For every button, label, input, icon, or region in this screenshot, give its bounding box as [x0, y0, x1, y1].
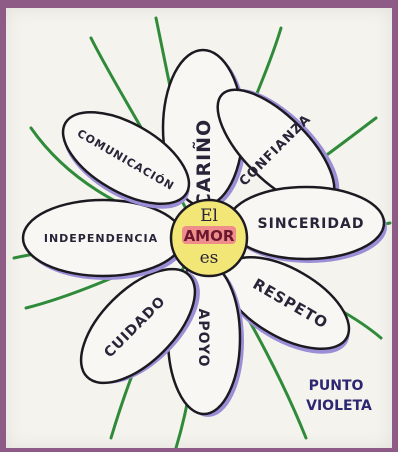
signature-line2: VIOLETA	[306, 398, 372, 414]
label-apoyo: APOYO	[195, 308, 211, 367]
center-es: es	[200, 248, 219, 268]
signature-line1: PUNTO	[309, 378, 364, 394]
flower-poster: CARIÑO CONFIANZA SINCERIDAD RESPETO APOY…	[6, 8, 392, 448]
amor-highlight	[182, 226, 236, 244]
center-disc: El AMOR es	[169, 198, 249, 278]
flower-drawing: CARIÑO CONFIANZA SINCERIDAD RESPETO APOY…	[12, 16, 392, 448]
signature: PUNTO VIOLETA	[306, 378, 372, 414]
petal-cuidado	[79, 267, 200, 385]
petal-sinceridad	[226, 185, 387, 263]
center-el: El	[200, 206, 218, 226]
petal-independencia	[21, 198, 186, 280]
petals	[21, 48, 387, 417]
label-independencia: INDEPENDENCIA	[44, 232, 158, 245]
petal-comunicacion	[61, 111, 191, 209]
label-carino: CARIÑO	[191, 119, 215, 207]
center-amor: AMOR	[184, 227, 235, 245]
label-sinceridad: SINCERIDAD	[258, 216, 365, 232]
